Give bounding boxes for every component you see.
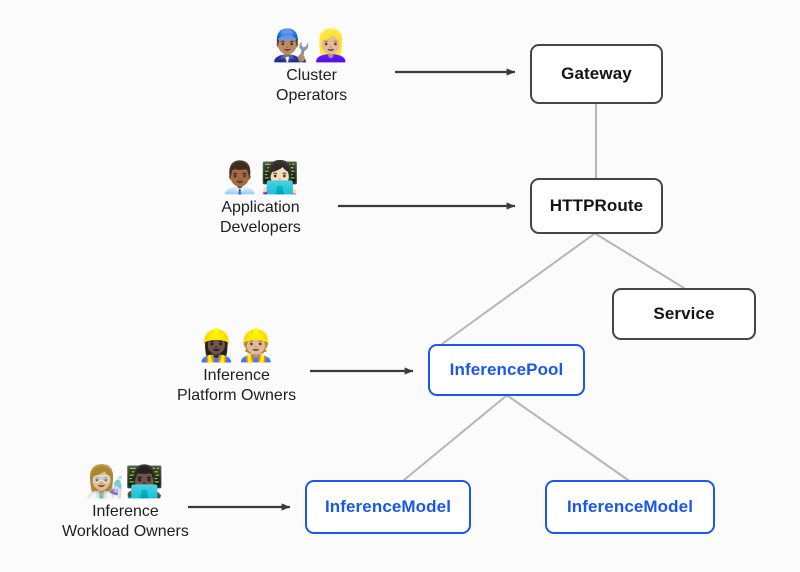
- node-httproute[interactable]: HTTPRoute: [530, 178, 663, 234]
- persona-avatars-icon-inference-platform-owners: 👷🏿‍♀️👷🏼: [196, 328, 277, 363]
- node-gateway[interactable]: Gateway: [530, 44, 663, 104]
- edge-httproute-to-service: [595, 233, 685, 289]
- persona-label-line1-application-developers: Application: [221, 198, 300, 216]
- node-label-inferencemodel-left: InferenceModel: [324, 496, 452, 516]
- persona-label-line1-inference-workload-owners: Inference: [92, 502, 159, 520]
- persona-avatars-icon-cluster-operators: 👨🏽‍🔧👱🏼‍♀️: [272, 28, 352, 63]
- persona-label-line2-cluster-operators: Operators: [276, 87, 348, 105]
- node-label-service: Service: [653, 303, 715, 323]
- persona-label-line1-inference-platform-owners: Inference: [203, 366, 270, 384]
- node-inferencemodel-left[interactable]: InferenceModel: [305, 480, 471, 534]
- node-label-gateway: Gateway: [561, 63, 632, 83]
- edge-httproute-to-inferencepool: [441, 233, 595, 345]
- node-inferencemodel-right[interactable]: InferenceModel: [545, 480, 715, 534]
- persona-ownership-arrows: [188, 68, 516, 511]
- node-label-inferencemodel-right: InferenceModel: [566, 496, 694, 516]
- edge-inferencepool-to-model-right: [507, 395, 629, 481]
- persona-avatars-icon-application-developers: 👨🏾‍💼👩🏻‍💻: [220, 160, 301, 195]
- persona-label-line2-inference-platform-owners: Platform Owners: [177, 387, 297, 405]
- persona-label-line1-cluster-operators: Cluster: [286, 66, 337, 84]
- node-service[interactable]: Service: [612, 288, 756, 340]
- edge-inferencepool-to-model-left: [403, 395, 507, 481]
- node-label-httproute: HTTPRoute: [549, 195, 644, 215]
- persona-label-line2-inference-workload-owners: Workload Owners: [62, 523, 189, 541]
- node-inferencepool[interactable]: InferencePool: [428, 344, 585, 396]
- persona-label-line2-application-developers: Developers: [220, 219, 301, 237]
- persona-avatars-icon-inference-workload-owners: 👩🏼‍🔬👨🏿‍💻: [85, 464, 166, 499]
- node-label-inferencepool: InferencePool: [449, 359, 564, 379]
